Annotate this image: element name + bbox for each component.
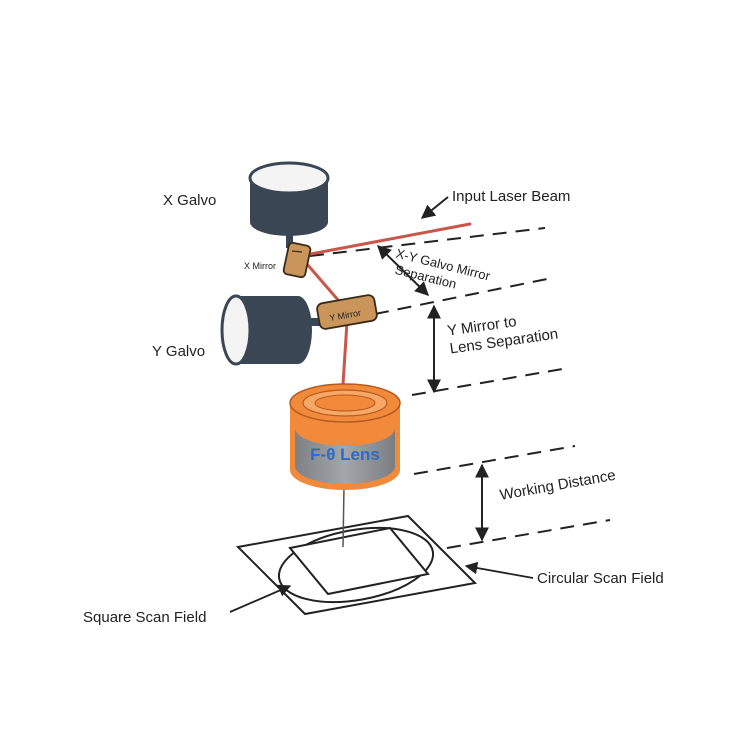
circular-scan-field-shape [277,526,435,604]
dashed-line-x-mirror [309,227,546,257]
y-galvo [220,294,322,366]
y-lens-separation-label: Y Mirror to Lens Separation [446,313,559,357]
x-mirror [282,241,312,279]
f-theta-lens [289,383,401,490]
y-galvo-label: Y Galvo [152,343,205,360]
square-scan-field-shape [288,526,430,596]
square-field-pointer [229,584,292,613]
dashed-line-lens-bottom [413,445,576,475]
dashed-line-y-mirror [374,277,553,315]
x-mirror-block [282,241,312,279]
dashed-line-work-plane [446,519,611,549]
x-galvo [248,161,330,248]
x-galvo-cap [248,161,330,195]
xy-separation-arrow [377,245,429,296]
square-scan-field-label: Square Scan Field [83,609,206,626]
f-theta-lens-label: F-θ Lens [310,445,380,464]
y-galvo-back [284,296,312,364]
lens-gray-band [295,428,395,484]
circular-field-pointer [464,561,534,579]
work-plane [235,514,478,616]
y-mirror [316,294,378,330]
y-mirror-block [316,294,378,330]
working-distance-label: Working Distance [498,467,616,504]
lens-top-core [314,394,376,412]
x-galvo-shaft [286,234,293,248]
x-galvo-label: X Galvo [163,192,216,209]
y-galvo-cap [220,294,252,366]
input-beam-pointer [420,196,449,219]
x-mirror-label: X Mirror [244,261,276,271]
xy-separation-label: X-Y Galvo Mirror Separation [393,246,492,292]
dimension-arrows [377,245,489,542]
beam-lens-to-work-plane [342,485,345,548]
input-beam-segment [298,222,472,258]
circular-scan-field-label: Circular Scan Field [537,570,664,587]
y-galvo-body [236,296,298,364]
dashed-line-lens-top [411,367,569,396]
input-laser-beam-label: Input Laser Beam [452,188,570,205]
